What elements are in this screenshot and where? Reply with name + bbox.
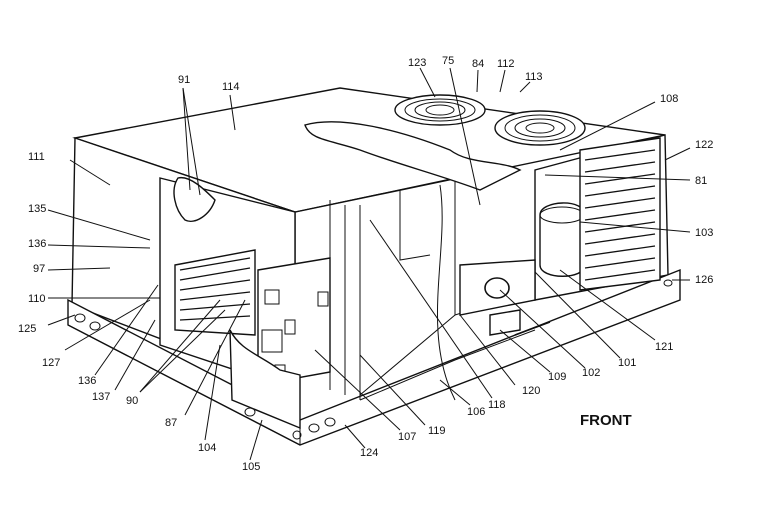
callout-label: 75 (442, 55, 454, 67)
callout-label: 91 (178, 74, 190, 86)
callout-label: 137 (92, 391, 110, 403)
callout-label: 124 (360, 447, 378, 459)
blower-housing (459, 259, 551, 336)
filter-rack (173, 176, 216, 222)
callout-label: 103 (695, 227, 713, 239)
callout-label: 90 (126, 395, 138, 407)
callout-label: 102 (582, 367, 600, 379)
callout-label: 118 (488, 399, 506, 411)
condenser-fan-grilles (394, 94, 586, 146)
callout-label: 112 (497, 58, 515, 70)
condenser-coil (579, 137, 661, 291)
callout-label: 120 (522, 385, 540, 397)
callout-label: 136 (78, 375, 96, 387)
compressor (539, 202, 586, 277)
torn-top-panel (304, 121, 522, 191)
callout-label: 113 (525, 71, 543, 83)
front-label: FRONT (580, 412, 632, 429)
callout-label: 135 (28, 203, 46, 215)
callout-label: 109 (548, 371, 566, 383)
callout-label: 119 (428, 425, 446, 437)
evaporator-coil (174, 249, 256, 336)
callout-label: 110 (28, 293, 46, 305)
callout-label: 123 (408, 57, 426, 69)
callout-label: 111 (28, 151, 45, 163)
callout-label: 121 (655, 341, 673, 353)
callout-label: 125 (18, 323, 36, 335)
access-panel (229, 329, 301, 430)
callout-label: 122 (695, 139, 713, 151)
callout-label: 127 (42, 357, 60, 369)
callout-label: 114 (222, 81, 240, 93)
callout-label: 107 (398, 431, 416, 443)
leader-lines (47, 67, 691, 461)
callout-label: 136 (28, 238, 46, 250)
callout-labels: 91 114 123 75 84 112 113 108 111 122 81 … (18, 55, 713, 473)
callout-label: 84 (472, 58, 484, 70)
callout-label: 87 (165, 417, 177, 429)
callout-label: 97 (33, 263, 45, 275)
callout-label: 126 (695, 274, 713, 286)
base-holes (74, 279, 673, 440)
callout-label: 105 (242, 461, 260, 473)
callout-label: 81 (695, 175, 707, 187)
callout-label: 104 (198, 442, 216, 454)
callout-label: 108 (660, 93, 678, 105)
callout-label: 106 (467, 406, 485, 418)
callout-label: 101 (618, 357, 636, 369)
